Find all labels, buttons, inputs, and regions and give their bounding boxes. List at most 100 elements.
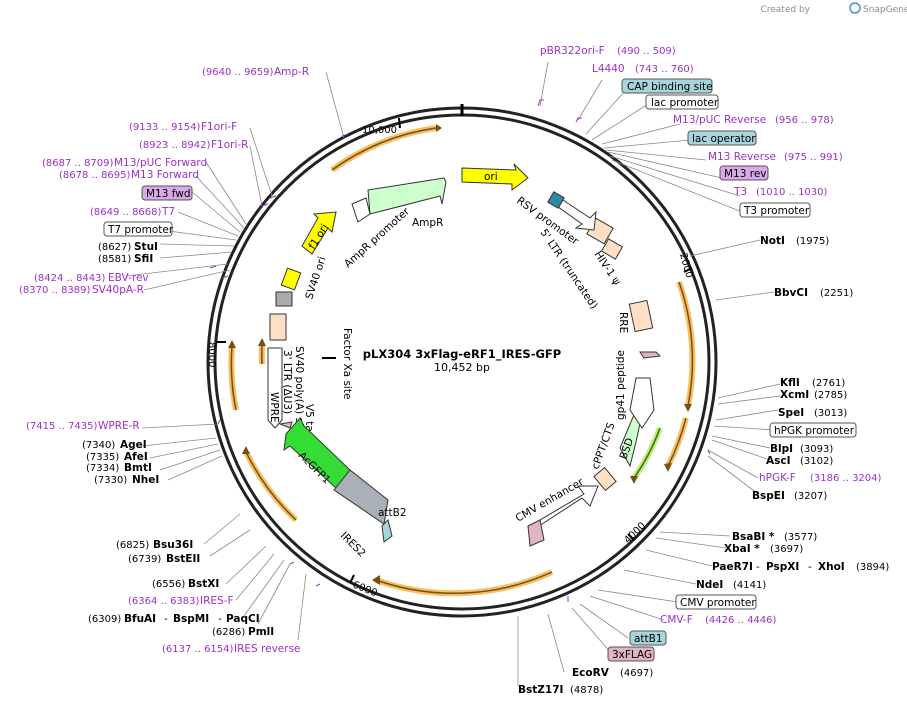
ires2-feature [333, 469, 389, 525]
tick-mark-6000 [349, 574, 355, 584]
site-xcmi: XcmI [780, 389, 809, 401]
site-ndei: NdeI [696, 579, 723, 591]
primer-pbr322ori-f: pBR322ori-F [540, 45, 605, 57]
site-asci: AscI [766, 455, 791, 467]
site-kfli-pos: (2761) [812, 378, 845, 389]
sv40-ori-feature [280, 267, 302, 291]
site-blpi: BlpI [770, 443, 793, 455]
site-afei-pos: (7335) [86, 452, 119, 463]
primer-amp-r: Amp-R [274, 66, 309, 78]
primer-ebv-rev-pos: (8424 .. 8443) [34, 273, 106, 284]
tick-8000: 8000 [206, 342, 217, 367]
primer-hpgk-f: hPGK-F [759, 472, 796, 484]
primer-sv40pa-r: SV40pA-R [92, 284, 144, 296]
primer-hpgk-f-pos: (3186 .. 3204) [810, 473, 882, 484]
t3-promoter-label: T3 promoter [743, 205, 810, 217]
primer-m13-forward: M13 Forward [131, 169, 199, 181]
hiv-psi-feature [600, 238, 624, 260]
site-bspei: BspEI [752, 490, 785, 502]
site-stui: StuI [134, 241, 158, 253]
sv40-ori-label: SV40 ori [303, 255, 328, 301]
bsd-feature [619, 409, 643, 468]
primer-pbr322ori-f-pos: (490 .. 509) [617, 46, 676, 57]
tick-4000: 4000 [622, 520, 648, 546]
site-agei: AgeI [120, 439, 147, 451]
watermark-brand: SnapGene [863, 5, 907, 15]
cmv-marker [527, 519, 545, 547]
svg-text:-: - [164, 613, 168, 625]
svg-text:-: - [218, 613, 222, 625]
site-asci-pos: (3102) [800, 456, 833, 467]
wpre-feature [267, 347, 283, 429]
snapgene-logo-icon [849, 2, 861, 14]
site-xcmi-pos: (2785) [814, 390, 847, 401]
attb2-label: attB2 [378, 507, 407, 519]
site-bstxi: BstXI [188, 578, 219, 590]
tick-10000: 10,000 [362, 125, 397, 136]
watermark-prefix: Created by [760, 5, 810, 15]
site-pmli: PmlI [248, 626, 274, 638]
cppt-feature [593, 466, 617, 492]
primer-l4440: L4440 [592, 63, 625, 75]
3xflag-label: 3xFLAG [612, 649, 652, 661]
ires2-label: IRES2 [338, 530, 368, 560]
t7-promoter-label: T7 promoter [107, 224, 174, 236]
primer-m13-puc-forward: M13/pUC Forward [114, 157, 207, 169]
cppt-label: cPPT/CTS [590, 421, 618, 471]
primer-m13-puc-reverse: M13/pUC Reverse [673, 114, 766, 126]
site-spei: SpeI [778, 407, 804, 419]
site-xhoi-pos: (3894) [856, 562, 889, 573]
hpgk-promoter-label: hPGK promoter [774, 425, 855, 437]
cap-marker [547, 191, 565, 209]
site-paqci: PaqCI [226, 613, 260, 625]
v5-tag-feature [278, 421, 293, 429]
factor-xa-label: Factor Xa site [341, 328, 353, 399]
site-bfuai-pos: (6309) [88, 614, 121, 625]
primer-t3: T3 [733, 186, 747, 198]
ampr-feature [367, 177, 447, 215]
site-pmli-pos: (6286) [212, 627, 245, 638]
cmv-promoter-label: CMV promoter [680, 597, 756, 609]
m13-rev-label: M13 rev [724, 168, 767, 180]
gp41-label: gp41 peptide [615, 350, 627, 420]
site-kfli: KflI [780, 377, 800, 389]
gp41-tag [639, 351, 662, 359]
primer-ires-reverse: IRES reverse [234, 643, 301, 655]
ltr3-feature [269, 313, 287, 341]
gp41-feature [629, 377, 655, 429]
site-bsu36i: Bsu36I [153, 539, 193, 551]
svg-text:-: - [808, 561, 812, 573]
site-bstz17i-pos: (4878) [570, 685, 603, 696]
primer-ebv-rev: EBV-rev [108, 272, 149, 284]
cap-binding-site-label: CAP binding site [627, 81, 713, 93]
site-sfii-pos: (8581) [98, 254, 131, 265]
primer-amp-r-pos: (9640 .. 9659) [202, 67, 274, 78]
site-noti: NotI [760, 235, 785, 247]
primer-markers [209, 99, 711, 602]
primer-m13-puc-reverse-pos: (956 .. 978) [775, 115, 834, 126]
rre-feature [628, 299, 654, 333]
svg-text:-: - [756, 561, 760, 573]
ampr-label: AmpR [412, 217, 443, 229]
site-noti-pos: (1975) [796, 236, 829, 247]
site-nhei-pos: (7330) [94, 475, 127, 486]
primer-ires-f-pos: (6364 .. 6383) [128, 596, 200, 607]
site-bstxi-pos: (6556) [152, 579, 185, 590]
tick-mark-4000 [627, 533, 635, 541]
tick-mark-10000 [398, 117, 401, 129]
orf-arcs [228, 125, 696, 597]
primer-ires-reverse-pos: (6137 .. 6154) [162, 644, 234, 655]
primer-f1ori-r: F1ori-R [211, 139, 248, 151]
ampr-promoter-label: AmpR promoter [342, 205, 413, 270]
attb1-label: attB1 [634, 633, 663, 645]
site-bfuai: BfuAI [124, 613, 156, 625]
site-afei: AfeI [124, 451, 148, 463]
site-bmti-pos: (7334) [86, 463, 119, 474]
plasmid-name: pLX304 3xFlag-eRF1_IRES-GFP [363, 347, 561, 362]
site-bsu36i-pos: (6825) [116, 540, 149, 551]
primer-cmv-f: CMV-F [660, 614, 693, 626]
ampr-promoter-feature [351, 197, 371, 223]
site-ndei-pos: (4141) [733, 580, 766, 591]
